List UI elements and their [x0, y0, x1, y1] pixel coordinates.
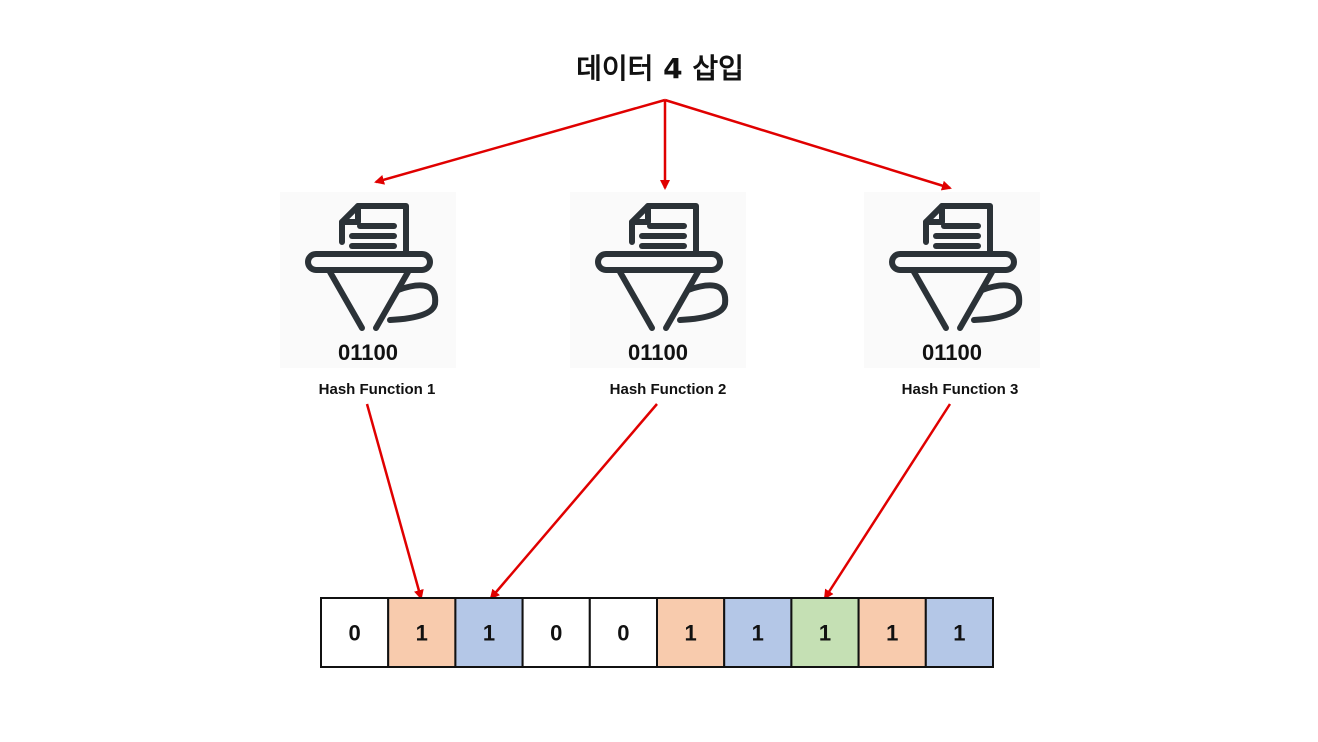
bit-cell: 1 — [723, 597, 793, 668]
bit-cell: 1 — [454, 597, 524, 668]
binary-output-text: 01100 — [628, 340, 688, 365]
binary-output-text: 01100 — [338, 340, 398, 365]
arrow-hash-3-to-bit — [823, 403, 952, 600]
bit-cell: 1 — [656, 597, 726, 668]
arrow-to-hash-1 — [374, 98, 666, 185]
bit-value: 1 — [483, 621, 495, 646]
bit-value: 0 — [617, 621, 629, 646]
hash-function-3: 01100 — [864, 192, 1040, 368]
hash-function-2-label: Hash Function 2 — [610, 381, 727, 398]
bit-cell: 1 — [857, 597, 927, 668]
bit-value: 0 — [348, 621, 360, 646]
bit-array: 0 1 1 0 0 1 1 1 1 1 — [320, 597, 994, 668]
binary-output-text: 01100 — [922, 340, 982, 365]
bit-cell-box — [924, 597, 994, 668]
bit-value: 0 — [550, 621, 562, 646]
bit-value: 1 — [819, 621, 831, 646]
bit-cell-box — [454, 597, 524, 668]
bit-value: 1 — [684, 621, 696, 646]
arrow-hash-2-to-bit — [489, 403, 658, 600]
hash-function-3-label: Hash Function 3 — [902, 381, 1019, 398]
bit-cell: 0 — [320, 597, 390, 668]
arrow-hash-1-to-bit — [365, 403, 424, 600]
hash-function-2: 01100 — [570, 192, 746, 368]
bit-cell: 1 — [790, 597, 860, 668]
hash-function-1: 01100 — [280, 192, 456, 368]
bit-cell-box — [387, 597, 457, 668]
bit-value: 1 — [752, 621, 764, 646]
bit-cell: 0 — [521, 597, 591, 668]
bit-value: 1 — [416, 621, 428, 646]
title-arrows — [374, 98, 952, 191]
bit-value: 1 — [953, 621, 965, 646]
diagram-title: 데이터 4 삽입 — [576, 52, 744, 85]
bit-cell: 1 — [924, 597, 994, 668]
hash-to-bit-arrows — [365, 403, 952, 600]
arrow-to-hash-3 — [664, 98, 952, 191]
bit-cell: 1 — [387, 597, 457, 668]
bit-cell: 0 — [588, 597, 658, 668]
bit-value: 1 — [886, 621, 898, 646]
bit-cell-box — [857, 597, 927, 668]
hash-function-1-label: Hash Function 1 — [319, 381, 436, 398]
